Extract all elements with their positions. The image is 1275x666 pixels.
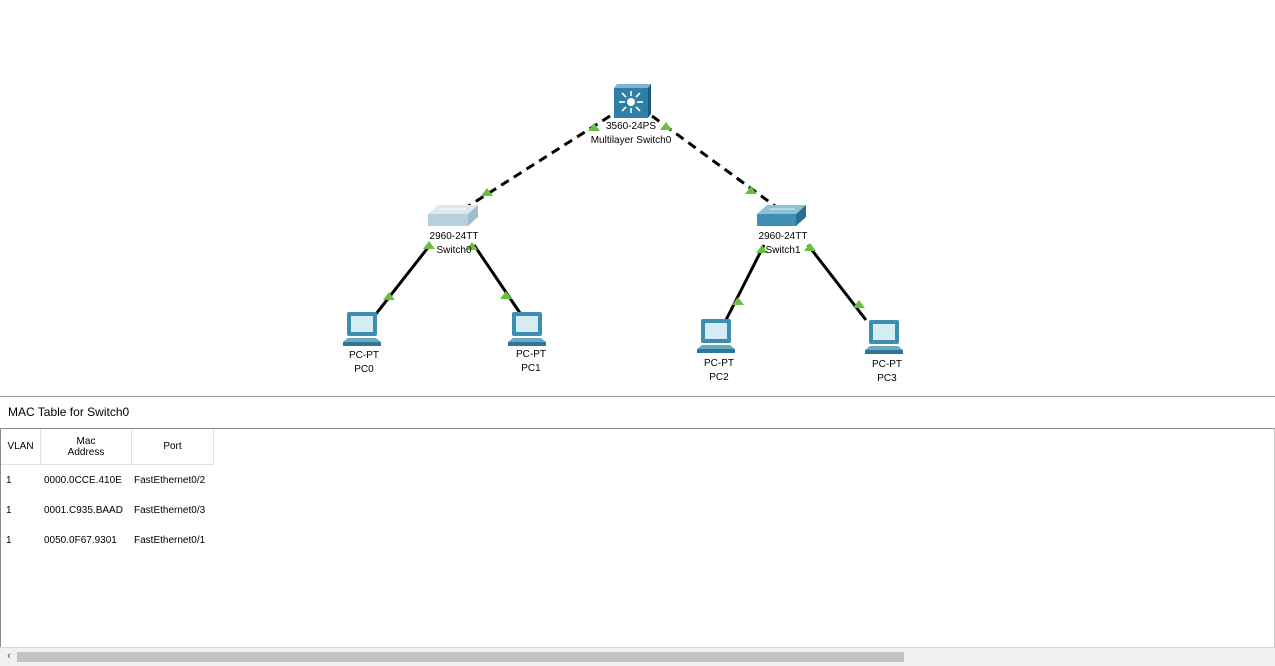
link-up-icon bbox=[756, 245, 768, 253]
pc2-icon[interactable] bbox=[697, 319, 735, 353]
cell-port: FastEthernet0/1 bbox=[134, 535, 206, 546]
switch1-icon[interactable] bbox=[757, 205, 806, 226]
sw1-model: 2960-24TT bbox=[758, 231, 808, 242]
mac-table: VLAN Mac Address Port 1 0000.0CCE.410E F… bbox=[0, 428, 1275, 647]
cell-mac: 0001.C935.BAAD bbox=[44, 505, 123, 516]
link-sw1-pc3[interactable] bbox=[806, 244, 868, 321]
link-mls0-sw0[interactable] bbox=[466, 114, 611, 209]
pc2-model: PC-PT bbox=[704, 358, 734, 369]
pc0-name: PC0 bbox=[354, 364, 374, 375]
link-up-icon bbox=[383, 292, 395, 300]
sw1-label: 2960-24TT Switch1 bbox=[759, 230, 808, 258]
mac-table-panel: MAC Table for Switch0 VLAN Mac Address P… bbox=[0, 396, 1275, 666]
topology-canvas[interactable]: 3560-24PS Multilayer Switch0 2960-24TT S… bbox=[0, 0, 1275, 396]
link-up-icon bbox=[500, 291, 512, 299]
mls0-model: 3560-24PS bbox=[605, 121, 657, 132]
pc1-name: PC1 bbox=[521, 363, 541, 374]
mls0-name: Multilayer Switch0 bbox=[590, 135, 672, 146]
pc1-model: PC-PT bbox=[516, 349, 546, 360]
cell-port: FastEthernet0/2 bbox=[134, 475, 206, 486]
horizontal-scrollbar[interactable]: ‹ bbox=[0, 647, 1275, 666]
scrollbar-thumb[interactable] bbox=[17, 652, 904, 662]
cell-mac: 0000.0CCE.410E bbox=[44, 475, 122, 486]
cell-mac: 0050.0F67.9301 bbox=[44, 535, 117, 546]
column-header-vlan[interactable]: VLAN bbox=[1, 429, 41, 465]
scroll-left-icon[interactable]: ‹ bbox=[7, 650, 11, 662]
pc3-label: PC-PT PC3 bbox=[872, 358, 902, 386]
link-up-icon bbox=[588, 123, 600, 131]
link-sw0-pc1[interactable] bbox=[472, 244, 522, 314]
link-status-indicators bbox=[383, 122, 865, 308]
link-up-icon bbox=[745, 186, 757, 194]
link-up-icon bbox=[423, 241, 435, 249]
link-up-icon bbox=[853, 300, 865, 308]
pc1-label: PC-PT PC1 bbox=[516, 348, 546, 376]
link-up-icon bbox=[660, 122, 672, 130]
cell-vlan: 1 bbox=[6, 475, 12, 486]
cell-vlan: 1 bbox=[6, 535, 12, 546]
pc0-model: PC-PT bbox=[349, 350, 379, 361]
pc2-name: PC2 bbox=[709, 372, 729, 383]
sw0-model: 2960-24TT bbox=[429, 231, 479, 242]
sw0-label: 2960-24TT Switch0 bbox=[430, 230, 479, 258]
pc0-label: PC-PT PC0 bbox=[349, 349, 379, 377]
pc1-icon[interactable] bbox=[508, 312, 546, 346]
column-header-mac-address[interactable]: Mac Address bbox=[41, 429, 132, 465]
pc3-model: PC-PT bbox=[872, 359, 902, 370]
link-up-icon bbox=[732, 297, 744, 305]
link-up-icon bbox=[481, 188, 493, 196]
cell-port: FastEthernet0/3 bbox=[134, 505, 206, 516]
sw0-name: Switch0 bbox=[436, 245, 472, 256]
pc0-icon[interactable] bbox=[343, 312, 381, 346]
multilayer-switch-icon[interactable] bbox=[614, 84, 651, 118]
sw1-name: Switch1 bbox=[765, 245, 801, 256]
pc2-label: PC-PT PC2 bbox=[704, 357, 734, 385]
link-up-icon bbox=[804, 243, 816, 251]
mls0-label: 3560-24PS Multilayer Switch0 bbox=[591, 120, 672, 148]
link-sw1-pc2[interactable] bbox=[724, 244, 766, 321]
cell-vlan: 1 bbox=[6, 505, 12, 516]
switch0-icon[interactable] bbox=[428, 205, 478, 226]
link-up-icon bbox=[466, 242, 478, 250]
pc3-name: PC3 bbox=[877, 373, 897, 384]
column-header-port[interactable]: Port bbox=[132, 429, 214, 465]
link-sw0-pc0[interactable] bbox=[374, 244, 432, 315]
mac-table-title: MAC Table for Switch0 bbox=[8, 405, 130, 419]
pc3-icon[interactable] bbox=[865, 320, 903, 354]
